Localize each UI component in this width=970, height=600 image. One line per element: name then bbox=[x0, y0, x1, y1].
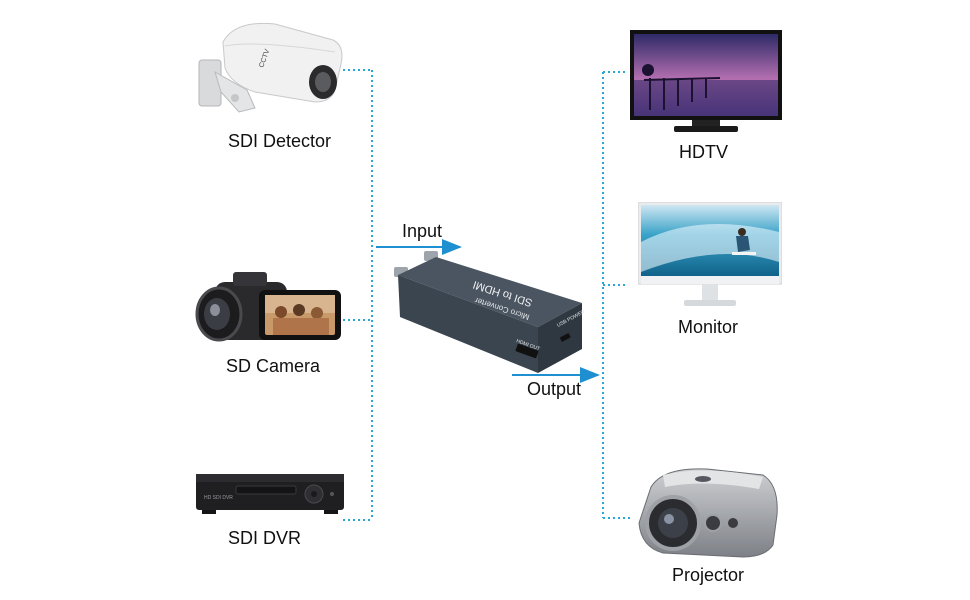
sdi-to-hdmi-converter: Micro Converter SDI to HDMI HDMI OUT USB… bbox=[388, 245, 586, 377]
input-wires bbox=[343, 70, 372, 520]
monitor-label: Monitor bbox=[678, 317, 738, 338]
sdi-detector-label: SDI Detector bbox=[228, 131, 331, 152]
sd-camera-device bbox=[193, 268, 343, 350]
dvr-panel-text: HD SDI DVR bbox=[204, 495, 233, 501]
sdi-dvr-label: SDI DVR bbox=[228, 528, 301, 549]
cctv-camera-icon: CCTV bbox=[195, 12, 350, 117]
sdi-detector-device: CCTV bbox=[195, 12, 350, 117]
output-wires bbox=[603, 72, 632, 518]
projector-device bbox=[633, 465, 779, 560]
monitor-icon bbox=[638, 202, 782, 310]
converter-box-icon: Micro Converter SDI to HDMI HDMI OUT USB… bbox=[388, 245, 586, 377]
hdtv-device bbox=[630, 30, 782, 134]
hdtv-label: HDTV bbox=[679, 142, 728, 163]
projector-icon bbox=[633, 465, 779, 560]
camcorder-icon bbox=[193, 268, 343, 350]
monitor-device bbox=[638, 202, 782, 310]
output-label: Output bbox=[527, 379, 581, 400]
tv-icon bbox=[630, 30, 782, 134]
input-label: Input bbox=[402, 221, 442, 242]
sd-camera-label: SD Camera bbox=[226, 356, 320, 377]
sdi-dvr-device: HD SDI DVR bbox=[196, 472, 344, 516]
dvr-recorder-icon: HD SDI DVR bbox=[196, 472, 344, 516]
projector-label: Projector bbox=[672, 565, 744, 586]
